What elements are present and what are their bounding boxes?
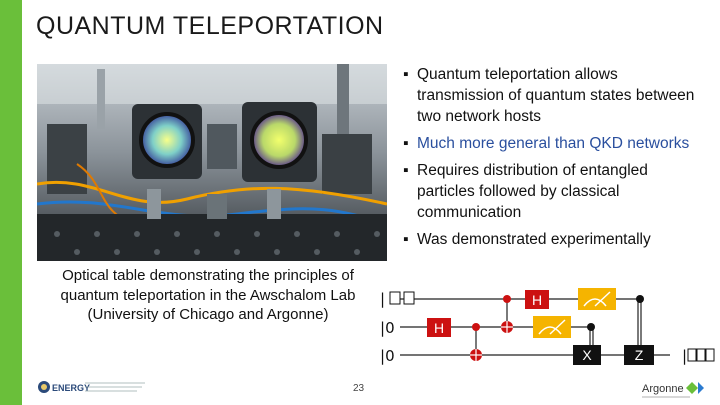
bullet-item: ▪ Was demonstrated experimentally xyxy=(403,229,703,250)
bullet-marker: ▪ xyxy=(403,231,409,248)
hadamard-label-2: H xyxy=(434,320,444,336)
pauli-x-gate xyxy=(573,345,601,365)
bullet-item: ▪ Much more general than QKD networks xyxy=(403,133,703,154)
bullet-text: Much more general than QKD networks xyxy=(417,135,690,152)
hadamard-label-1: H xyxy=(532,292,542,308)
argonne-logo-text: Argonne xyxy=(642,383,684,395)
bullet-text: Was demonstrated experimentally xyxy=(417,231,651,248)
ket-output-bar: | xyxy=(682,347,687,365)
bullet-item: ▪ Quantum teleportation allows transmiss… xyxy=(403,64,703,127)
ket-output-glyph-2 xyxy=(696,348,706,362)
cnot-control-2 xyxy=(503,295,511,303)
ket-output-glyph-1 xyxy=(687,348,697,362)
slide-title: QUANTUM TELEPORTATION xyxy=(36,12,384,40)
ket-output-glyph-3 xyxy=(705,348,715,362)
energy-logo-text: ENERGY xyxy=(52,383,90,393)
teleportation-circuit: | |0 |0 H H X Z | xyxy=(380,288,715,365)
bullet-item: ▪ Requires distribution of entangled par… xyxy=(403,160,703,223)
accent-side-bar xyxy=(0,0,22,405)
hadamard-gate-1 xyxy=(525,290,549,309)
pauli-x-label: X xyxy=(582,347,592,363)
page-number: 23 xyxy=(353,383,365,394)
classical-control-dot-1 xyxy=(636,295,644,303)
optical-table-photo-art xyxy=(37,64,387,261)
bullet-text: Requires distribution of entangled parti… xyxy=(417,162,648,221)
bullet-marker: ▪ xyxy=(403,66,409,83)
pauli-z-label: Z xyxy=(635,347,644,363)
doe-energy-logo: ENERGY xyxy=(38,381,145,393)
argonne-logo: Argonne xyxy=(642,382,704,398)
bullet-text: Quantum teleportation allows transmissio… xyxy=(417,66,695,125)
bullet-marker: ▪ xyxy=(403,135,409,152)
ket-input-glyph xyxy=(389,291,401,305)
ket-zero-a: |0 xyxy=(380,319,395,337)
optical-table-photo xyxy=(37,64,387,261)
cnot-control-1 xyxy=(472,323,480,331)
ket-input-bar: | xyxy=(380,290,385,308)
photo-caption: Optical table demonstrating the principl… xyxy=(60,267,356,323)
pauli-z-gate xyxy=(624,345,654,365)
hadamard-gate-2 xyxy=(427,318,451,337)
bullet-marker: ▪ xyxy=(403,162,409,179)
classical-control-dot-2 xyxy=(587,323,595,331)
bullet-list: ▪ Quantum teleportation allows transmiss… xyxy=(403,64,703,256)
ket-zero-b: |0 xyxy=(380,347,395,365)
ket-input-glyph-2 xyxy=(403,291,415,305)
